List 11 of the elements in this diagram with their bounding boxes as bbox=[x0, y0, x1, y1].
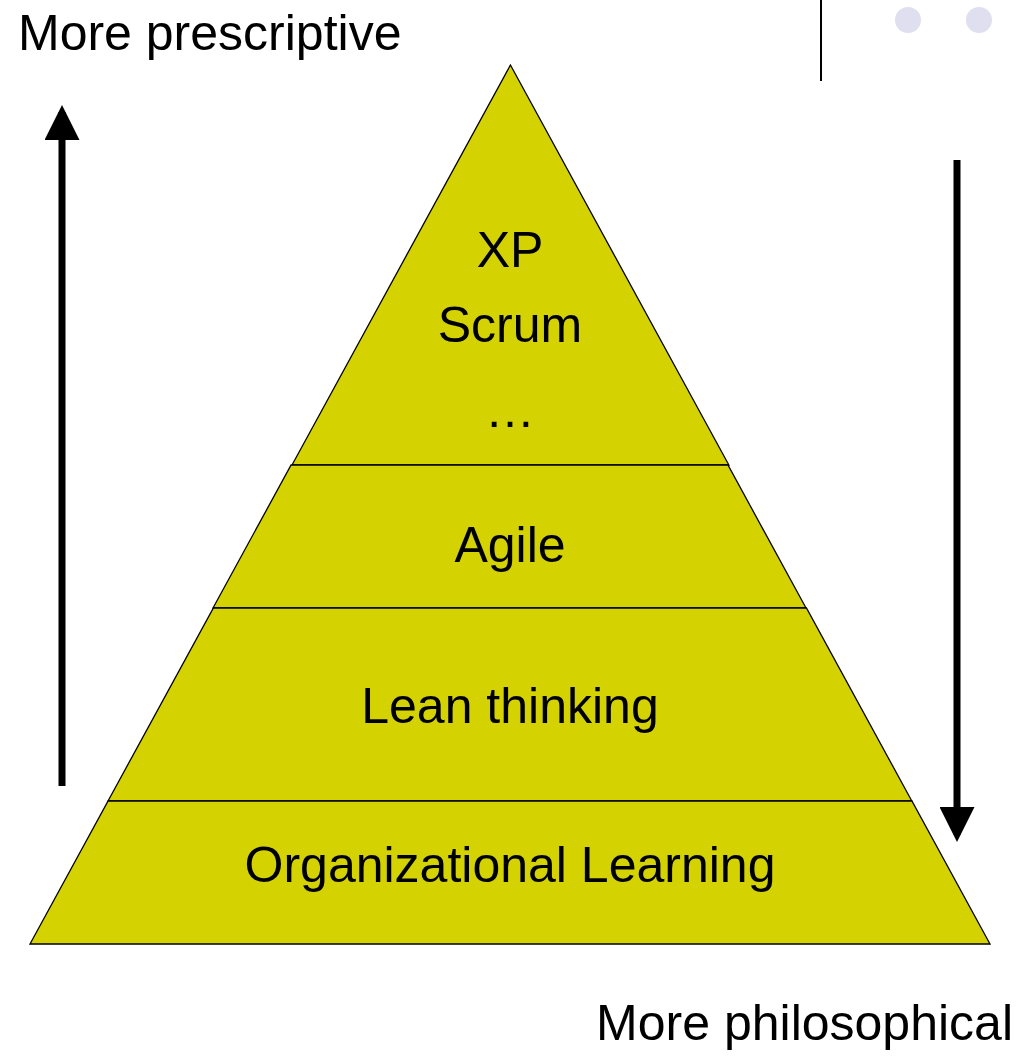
pyramid-band bbox=[213, 465, 807, 608]
layer-label: Agile bbox=[454, 517, 566, 573]
pyramid-band bbox=[108, 608, 912, 801]
layer-label: XP bbox=[476, 222, 544, 278]
layer-label: Scrum bbox=[437, 297, 583, 353]
layer-label: Organizational Learning bbox=[244, 837, 776, 893]
pyramid-base bbox=[30, 801, 990, 944]
axis-caption: More philosophical bbox=[596, 995, 1013, 1051]
layer-label: Lean thinking bbox=[361, 678, 659, 734]
layer-label: … bbox=[485, 382, 535, 438]
axis-caption: More prescriptive bbox=[18, 5, 402, 61]
